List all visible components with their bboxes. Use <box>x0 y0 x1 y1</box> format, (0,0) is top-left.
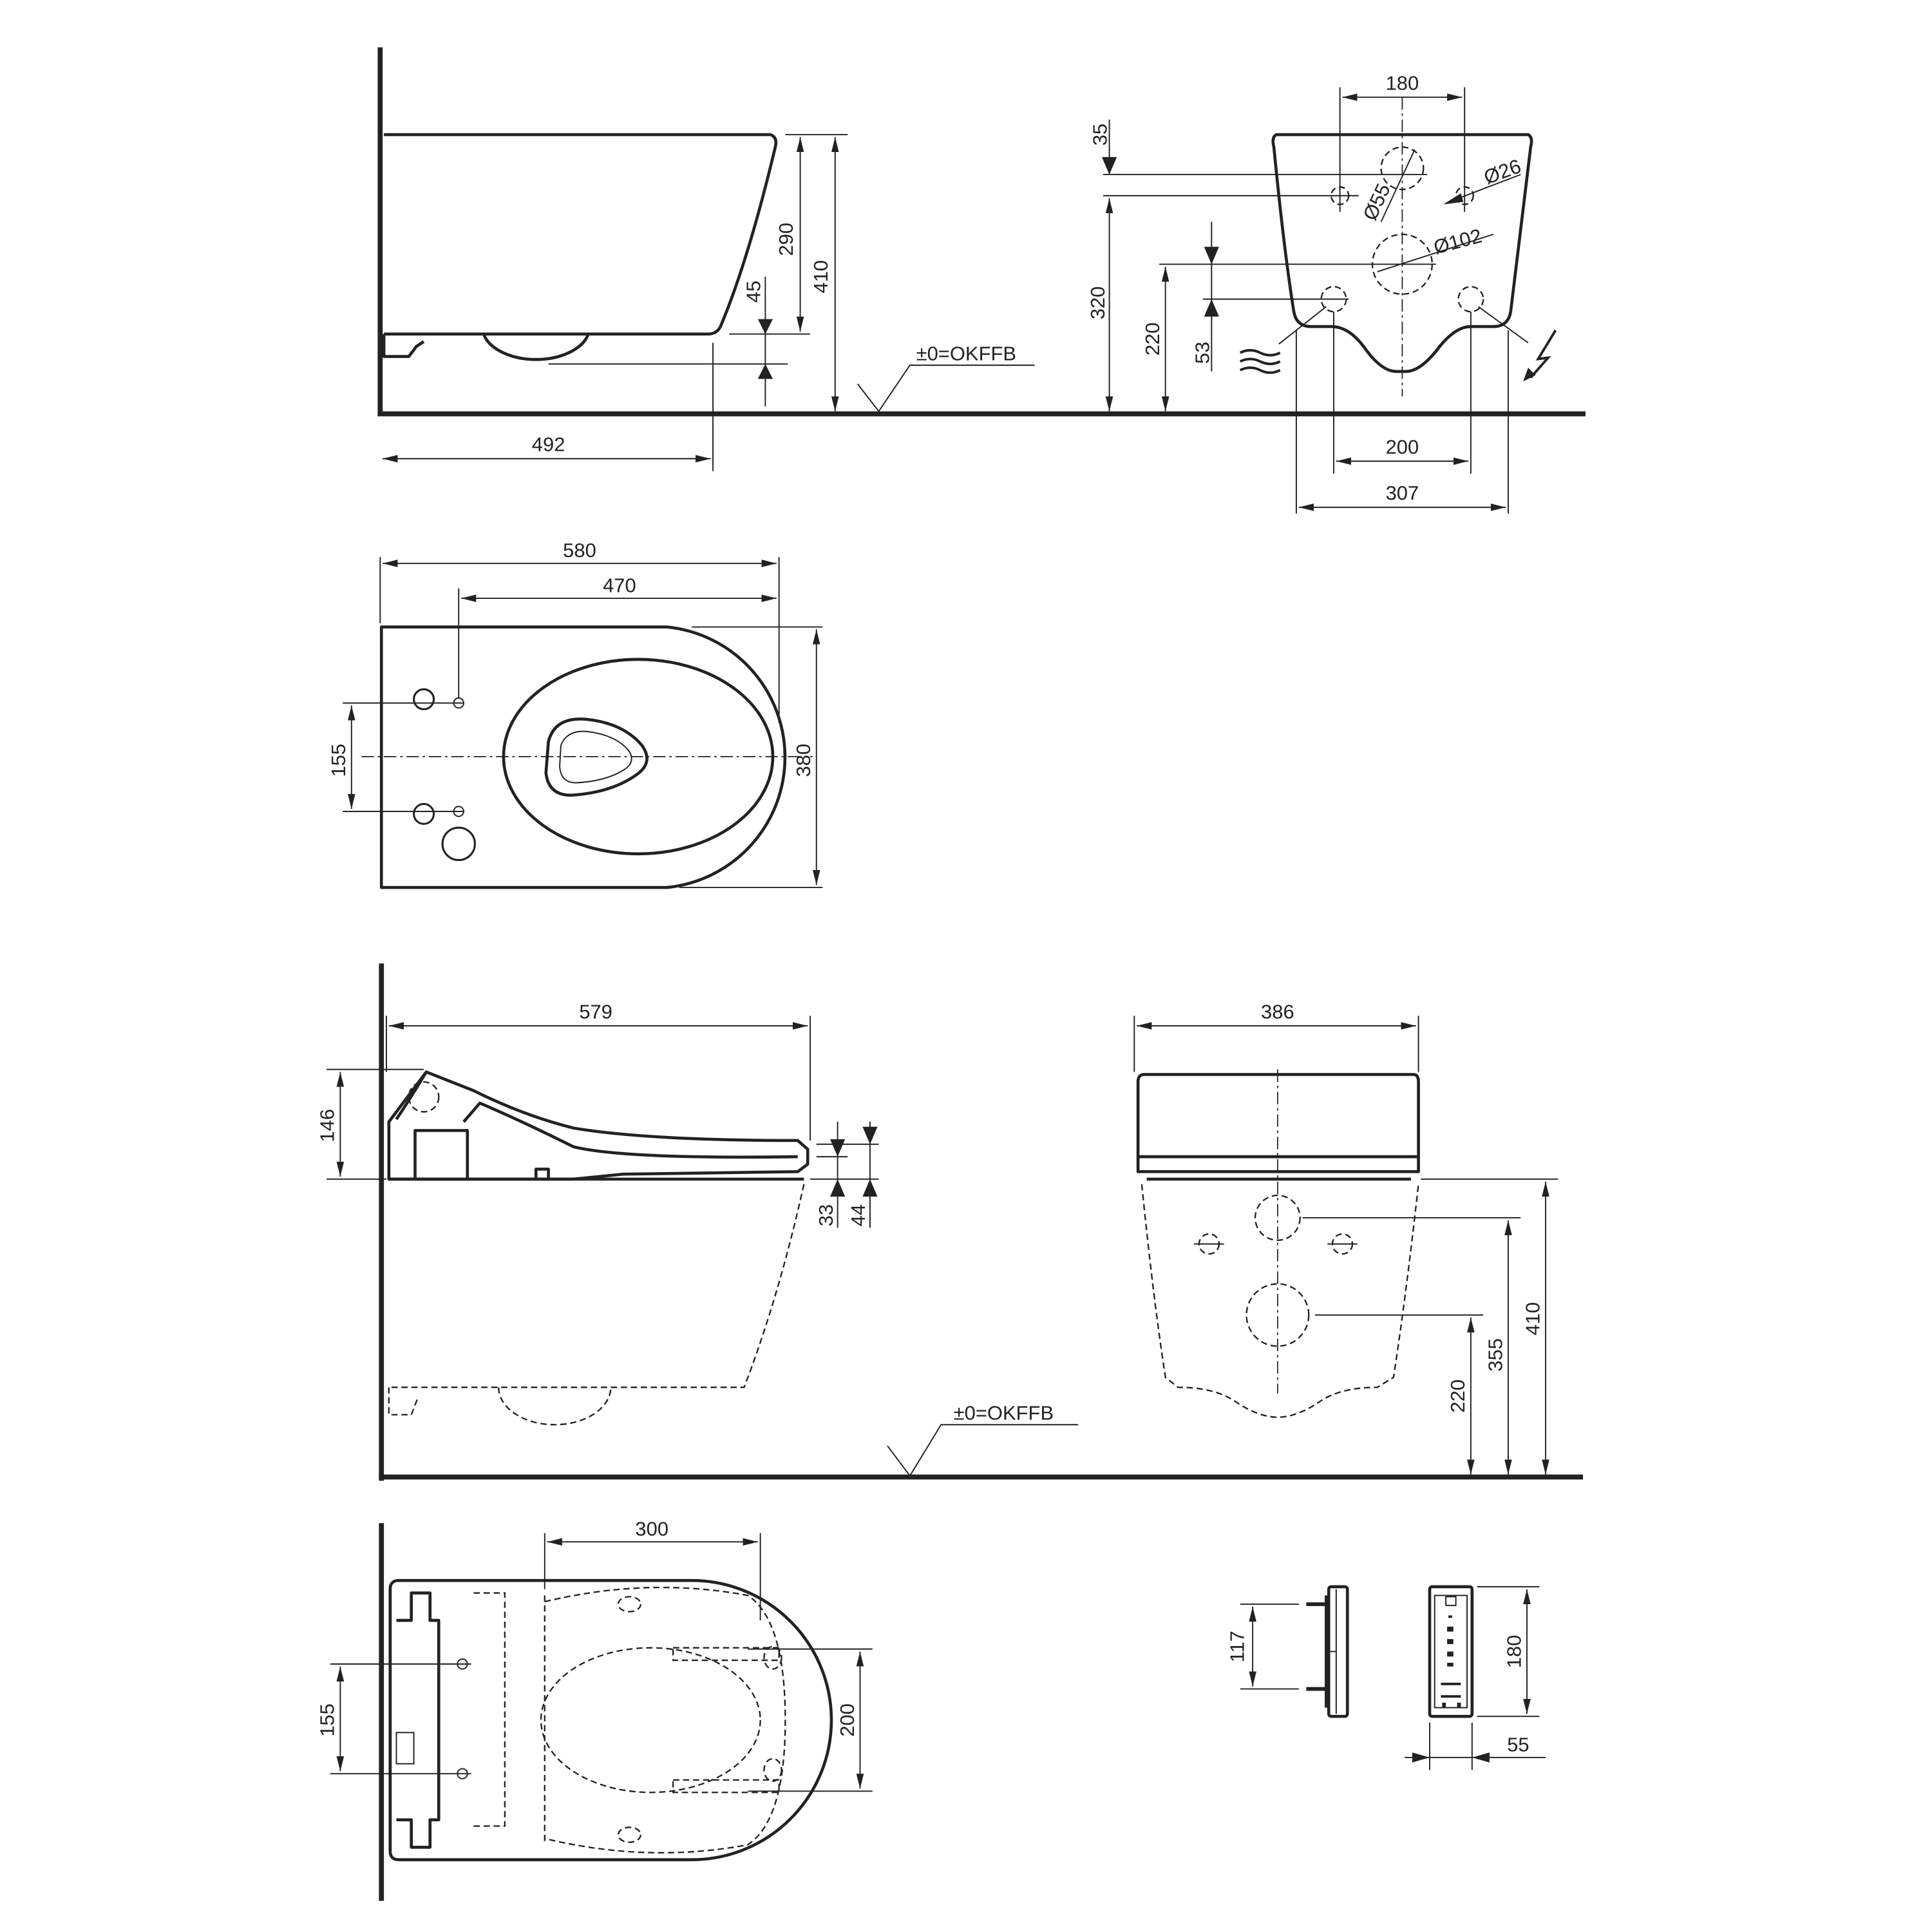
dim-320: 320 <box>1086 286 1109 319</box>
dia-102: Ø102 <box>1431 224 1484 258</box>
seat-side-view: 579 146 33 44 ±0=OKFFB <box>316 963 1584 1481</box>
dim-492: 492 <box>532 433 565 456</box>
dim-146: 146 <box>316 1109 339 1142</box>
dim-410: 410 <box>1521 1302 1544 1336</box>
electric-power-icon <box>1530 329 1557 379</box>
dim-300: 300 <box>635 1518 668 1540</box>
dim-290: 290 <box>775 223 797 256</box>
floor-reference: ±0=OKFFB <box>954 1402 1054 1425</box>
dim-117: 117 <box>1226 1631 1249 1662</box>
front-view: 180 35 320 220 53 Ø55 Ø26 Ø102 200 307 <box>1086 71 1557 514</box>
water-supply-icon <box>1239 348 1281 374</box>
remote-buttons-icon <box>1441 1615 1461 1708</box>
dim-470: 470 <box>603 574 636 596</box>
dim-45: 45 <box>743 281 765 303</box>
dim-386: 386 <box>1261 1000 1294 1023</box>
dim-155: 155 <box>316 1703 339 1737</box>
dim-220: 220 <box>1446 1379 1469 1413</box>
dim-55: 55 <box>1507 1733 1529 1756</box>
dim-180: 180 <box>1386 71 1419 94</box>
dim-44: 44 <box>847 1204 869 1226</box>
floor-reference: ±0=OKFFB <box>916 342 1016 365</box>
dim-579: 579 <box>579 1000 612 1023</box>
dim-200: 200 <box>836 1703 858 1737</box>
dim-35: 35 <box>1089 124 1112 146</box>
dia-55: Ø55 <box>1358 180 1394 224</box>
top-view: 580 470 380 155 <box>327 539 823 889</box>
remote-control: 117 180 55 <box>1226 1585 1546 1770</box>
dim-33: 33 <box>815 1204 837 1226</box>
side-view: 290 410 45 492 ±0=OKFFB <box>377 47 1586 471</box>
dim-410: 410 <box>810 260 832 294</box>
dim-355: 355 <box>1484 1338 1506 1372</box>
dim-380: 380 <box>792 744 815 777</box>
seat-top-view: 300 155 200 <box>316 1518 873 1901</box>
dim-580: 580 <box>563 539 596 562</box>
seat-front-view: 386 410 355 220 <box>1133 1000 1558 1475</box>
dim-220: 220 <box>1141 323 1164 356</box>
dim-200: 200 <box>1386 436 1419 459</box>
dim-180: 180 <box>1502 1635 1525 1669</box>
dim-155: 155 <box>327 744 350 777</box>
dia-26: Ø26 <box>1481 155 1524 189</box>
dim-53: 53 <box>1191 342 1213 364</box>
dim-307: 307 <box>1386 482 1419 504</box>
